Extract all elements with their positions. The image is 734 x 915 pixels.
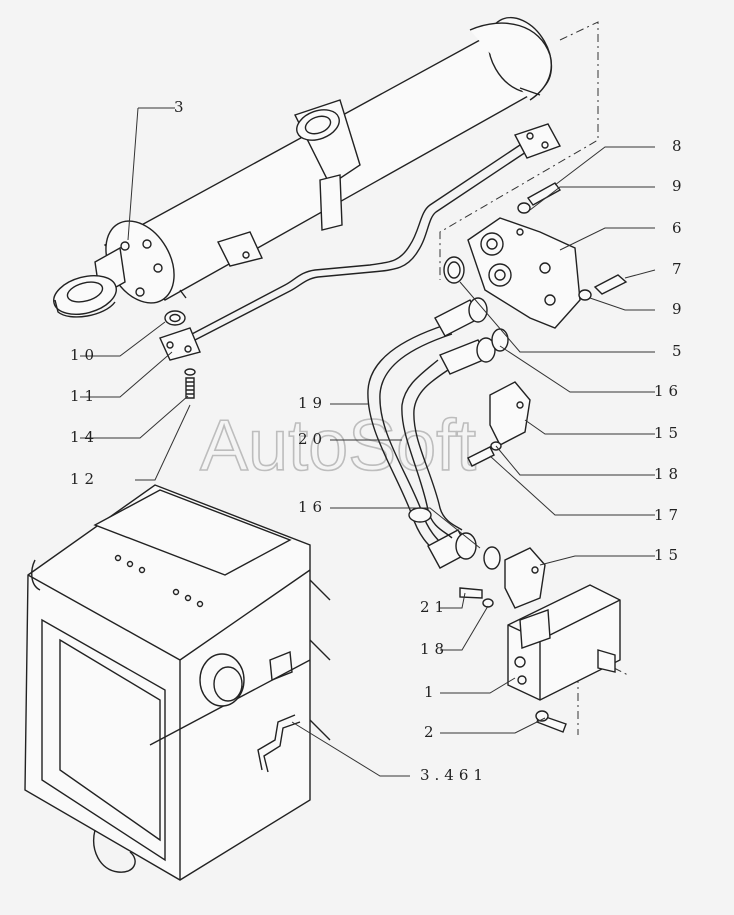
seal-ring-16-upper bbox=[491, 328, 509, 352]
frame-housing bbox=[24, 484, 331, 881]
hose-20 bbox=[401, 337, 496, 539]
callout-18-upper: 18 bbox=[654, 465, 683, 483]
leader-7 bbox=[624, 269, 656, 279]
leader-17 bbox=[489, 455, 655, 516]
callout-10: 10 bbox=[70, 346, 99, 364]
callout-3-461: 3.461 bbox=[420, 766, 488, 784]
leader-11 bbox=[80, 351, 173, 398]
callout-1: 1 bbox=[424, 683, 439, 701]
hose-19 bbox=[367, 297, 488, 569]
leader-9b bbox=[589, 297, 655, 311]
callout-6: 6 bbox=[672, 219, 687, 237]
o-ring-5 bbox=[443, 256, 465, 284]
leader-8 bbox=[554, 146, 655, 186]
callout-2: 2 bbox=[424, 723, 439, 741]
callout-19: 19 bbox=[298, 394, 327, 412]
callout-16-upper: 16 bbox=[654, 382, 683, 400]
leader-12 bbox=[135, 404, 191, 481]
callout-18-lower: 18 bbox=[420, 640, 449, 658]
leader-18a bbox=[495, 445, 655, 476]
leader-5 bbox=[459, 281, 655, 353]
seal-ring-10 bbox=[164, 310, 186, 326]
bolt-7 bbox=[578, 274, 628, 301]
leader-16b bbox=[330, 507, 481, 549]
leader-6 bbox=[559, 227, 655, 251]
leader-18b bbox=[440, 605, 489, 651]
leader-10 bbox=[80, 321, 166, 357]
leader-15a bbox=[524, 419, 655, 435]
callout-9-lower: 9 bbox=[672, 300, 687, 318]
leader-9a bbox=[529, 186, 655, 211]
leader-14 bbox=[80, 395, 189, 439]
callout-7: 7 bbox=[672, 260, 687, 278]
valve-flange-6 bbox=[467, 217, 581, 329]
callout-11: 11 bbox=[70, 387, 99, 405]
leader-3461 bbox=[291, 721, 410, 777]
leader-3 bbox=[127, 107, 175, 241]
leader-16a bbox=[499, 345, 655, 393]
hydraulic-cylinder bbox=[53, 16, 553, 318]
leader-2 bbox=[440, 717, 546, 734]
valve-block-1 bbox=[507, 584, 621, 701]
bolt-21 bbox=[459, 587, 494, 608]
bolt-2 bbox=[535, 710, 567, 733]
callout-15-lower: 15 bbox=[654, 546, 683, 564]
leader-15b bbox=[539, 555, 655, 566]
callout-17: 17 bbox=[654, 506, 683, 524]
screw-14 bbox=[184, 368, 196, 399]
callout-15-upper: 15 bbox=[654, 424, 683, 442]
centerline-block bbox=[613, 667, 631, 677]
callout-20: 20 bbox=[298, 430, 327, 448]
callout-14: 14 bbox=[70, 428, 99, 446]
bolt-8 bbox=[517, 182, 562, 214]
callout-8: 8 bbox=[672, 137, 687, 155]
watermark: AutoSoft bbox=[200, 406, 476, 486]
split-flange-15-lower bbox=[504, 547, 546, 609]
steel-pipe bbox=[159, 123, 562, 361]
callout-5: 5 bbox=[672, 342, 687, 360]
leader-21 bbox=[440, 592, 466, 609]
callout-21: 21 bbox=[420, 598, 449, 616]
split-flange-15-upper bbox=[489, 381, 531, 446]
leader-1 bbox=[440, 677, 516, 694]
seal-ring-16-lower bbox=[483, 546, 501, 570]
callout-3: 3 bbox=[174, 98, 189, 116]
callout-12: 12 bbox=[70, 470, 99, 488]
callout-9-upper: 9 bbox=[672, 177, 687, 195]
callout-16-lower: 16 bbox=[298, 498, 327, 516]
